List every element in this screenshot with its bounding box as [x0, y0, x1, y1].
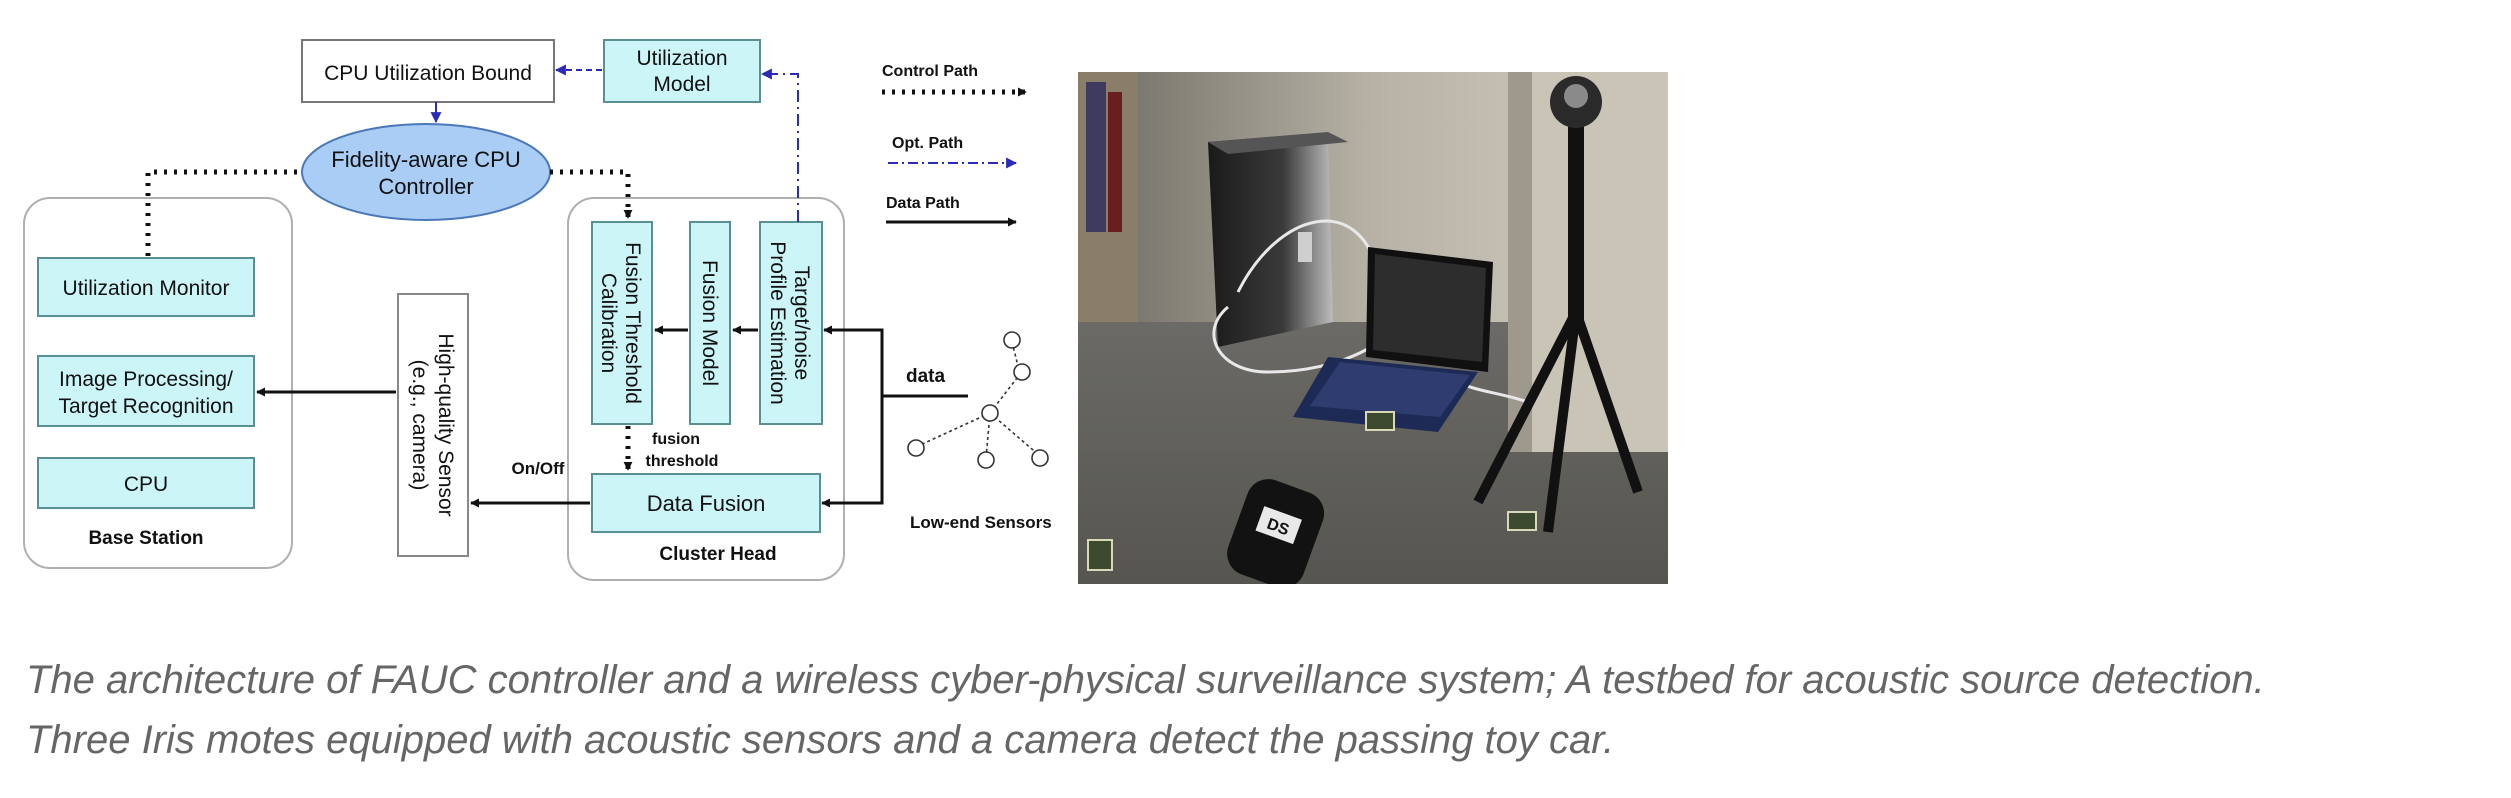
data-fusion-label: Data Fusion: [647, 491, 766, 516]
utilization-model-box: [603, 39, 761, 103]
cpu-box: [37, 457, 255, 509]
fusion-threshold-calibration-label: Fusion Threshold: [621, 242, 644, 404]
fusion-threshold-label: fusion: [652, 431, 700, 448]
legend-opt-path-label: Opt. Path: [892, 135, 963, 152]
base-station-label: Base Station: [88, 528, 203, 549]
legend-data-path-label: Data Path: [886, 195, 960, 212]
cpu-utilization-bound-label: CPU Utilization Bound: [324, 62, 532, 85]
high-quality-sensor-label-2: (e.g., camera): [408, 360, 431, 491]
cpu-utilization-bound-box: [301, 39, 555, 103]
caption-line-2: Three Iris motes equipped with acoustic …: [26, 718, 1615, 762]
utilization-monitor-label: Utilization Monitor: [63, 277, 230, 300]
target-noise-profile-label-2: Profile Estimation: [766, 241, 789, 404]
fusion-threshold-calibration-box: [591, 221, 653, 425]
image-processing-label-2: Target Recognition: [58, 395, 233, 418]
controller-label: Fidelity-aware CPU: [331, 147, 521, 172]
on-off-label: On/Off: [512, 459, 565, 478]
fusion-threshold-calibration-label-2: Calibration: [597, 273, 620, 373]
target-noise-profile-box: [759, 221, 823, 425]
utilization-monitor-box: [37, 257, 255, 317]
utilization-model-label-2: Model: [653, 73, 710, 96]
target-noise-profile-label: Target/noise: [790, 266, 813, 380]
fidelity-aware-cpu-controller: [301, 123, 551, 221]
figure-caption: The architecture of FAUC controller and …: [26, 650, 2486, 770]
toy-car-tag: DS: [1264, 516, 1291, 540]
data-path-sensors-in: [823, 325, 968, 398]
data-fusion-box: [591, 473, 821, 533]
fusion-model-label: Fusion Model: [698, 260, 721, 386]
fusion-threshold-label-2: threshold: [646, 453, 719, 470]
high-quality-sensor-box: [397, 293, 469, 557]
high-quality-sensor-label: High-quality Sensor: [434, 333, 457, 516]
sensor-network-icon: [907, 331, 1049, 469]
image-processing-label: Image Processing/: [59, 368, 233, 391]
cluster-head-label: Cluster Head: [659, 544, 776, 565]
data-path-sensors-to-fusion: [821, 396, 884, 508]
caption-line-1: The architecture of FAUC controller and …: [26, 658, 2265, 702]
utilization-model-label: Utilization: [636, 47, 727, 70]
testbed-photo: DS: [1078, 72, 1668, 584]
opt-path-target-to-model: [760, 68, 799, 222]
legend-control-path-label: Control Path: [882, 63, 978, 80]
cpu-label: CPU: [124, 473, 168, 496]
image-processing-box: [37, 355, 255, 427]
fusion-model-box: [689, 221, 731, 425]
controller-label-2: Controller: [378, 174, 473, 199]
low-end-sensors-label: Low-end Sensors: [910, 513, 1052, 532]
data-label: data: [906, 366, 946, 387]
